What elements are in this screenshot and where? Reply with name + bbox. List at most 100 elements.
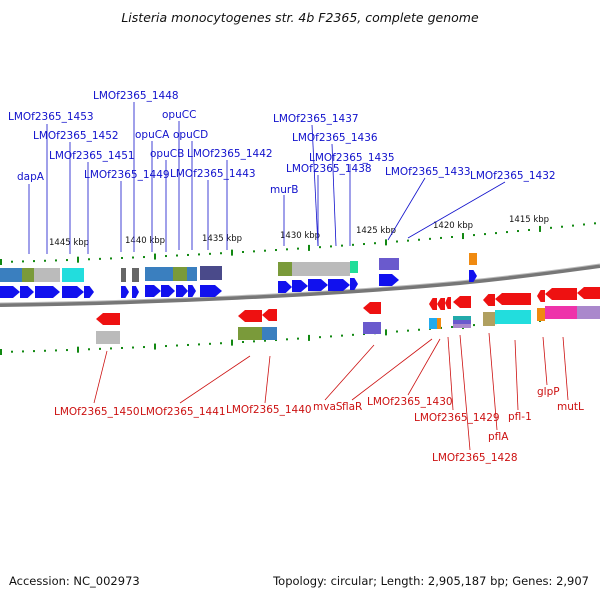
scale-tick (33, 350, 35, 353)
accession-text: Accession: NC_002973 (9, 574, 140, 588)
reverse-gene-arrow (453, 296, 471, 308)
scale-tick (209, 342, 211, 345)
gene-label-flaR: flaR (342, 401, 362, 413)
gene-label-1433: LMOf2365_1433 (385, 166, 471, 178)
forward-gene-arrow (328, 279, 350, 291)
scale-tick (275, 249, 277, 252)
map-title: Listeria monocytogenes str. 4b F2365, co… (121, 10, 479, 25)
gene-label-1449: LMOf2365_1449 (84, 169, 170, 181)
reverse-gene-arrow (429, 298, 437, 310)
scale-tick (561, 225, 563, 228)
reverse-gene-arrow (545, 288, 577, 300)
gene-label-opuCB: opuCB (150, 148, 184, 160)
scale-tick (242, 340, 244, 343)
scale-tick (429, 237, 431, 240)
scale-tick (187, 253, 189, 256)
scale-tick (473, 324, 475, 327)
scale-tick (396, 330, 398, 333)
scale-tick (495, 232, 497, 235)
scale-tick (352, 333, 354, 336)
forward-gene-arrow (292, 280, 308, 292)
gene-label-opuCC: opuCC (162, 109, 196, 121)
gene-label-mvaS: mvaS (313, 401, 343, 413)
scale-labels: 1445 kbp 1440 kbp 1435 kbp 1430 kbp 1425… (49, 215, 549, 248)
gene-label-1440: LMOf2365_1440 (226, 404, 312, 416)
scale-tick (275, 339, 277, 342)
scale-tick (154, 253, 156, 260)
scale-tick (308, 244, 310, 251)
forward-gene-arrow (188, 285, 196, 297)
scale-tick (110, 347, 112, 350)
gene-label-pfl-1: pfl-1 (508, 411, 532, 423)
scale-tick (341, 334, 343, 337)
scale-tick (55, 259, 57, 262)
scale-tick (506, 231, 508, 234)
scale-tick (143, 346, 145, 349)
scale-tick (231, 249, 233, 256)
gene-label-dapA: dapA (17, 171, 45, 183)
forward-gene-arrow (379, 274, 399, 286)
scale-label-1420: 1420 kbp (433, 221, 473, 231)
scale-tick (407, 329, 409, 332)
scale-tick (440, 236, 442, 239)
forward-gene-arrow (62, 286, 84, 298)
scale-tick (264, 339, 266, 342)
scale-tick (66, 259, 68, 262)
gene-label-1448: LMOf2365_1448 (93, 90, 179, 102)
scale-tick (121, 256, 123, 259)
gene-label-1435: LMOf2365_1435 (309, 152, 395, 164)
gene-label-1443: LMOf2365_1443 (170, 168, 256, 180)
scale-tick (110, 257, 112, 260)
gene-label-1441: LMOf2365_1441 (140, 406, 226, 418)
scale-tick (165, 345, 167, 348)
reverse-gene-arrow (363, 302, 381, 314)
reverse-gene-arrow (577, 287, 600, 299)
forward-gene-arrow (20, 286, 34, 298)
reverse-gene-arrow (445, 297, 451, 309)
scale-tick (44, 349, 46, 352)
scale-label-1440: 1440 kbp (125, 236, 165, 246)
scale-tick (88, 348, 90, 351)
scale-tick (55, 349, 57, 352)
scale-tick (0, 259, 2, 265)
scale-tick (88, 258, 90, 261)
scale-tick (154, 343, 156, 350)
forward-gene-arrow (469, 270, 477, 282)
genome-summary-text: Topology: circular; Length: 2,905,187 bp… (273, 574, 589, 588)
reverse-gene-arrow (437, 298, 445, 310)
scale-tick (308, 334, 310, 341)
gene-label-1438: LMOf2365_1438 (286, 163, 372, 175)
scale-tick (209, 252, 211, 255)
scale-tick (385, 329, 387, 336)
scale-tick (198, 343, 200, 346)
reverse-gene-arrow (483, 294, 495, 306)
gene-label-1437: LMOf2365_1437 (273, 113, 359, 125)
scale-tick (517, 230, 519, 233)
scale-label-1435: 1435 kbp (202, 234, 242, 244)
scale-tick (286, 248, 288, 251)
scale-tick (297, 337, 299, 340)
forward-gene-arrow (161, 285, 175, 297)
scale-tick (143, 256, 145, 259)
reverse-gene-labels: LMOf2365_1450 LMOf2365_1441 LMOf2365_144… (54, 386, 584, 464)
scale-tick (176, 344, 178, 347)
reverse-gene-arrow (262, 309, 277, 321)
gene-label-opuCA: opuCA (135, 129, 170, 141)
scale-tick (220, 342, 222, 345)
forward-genes (0, 270, 477, 298)
scale-tick (176, 254, 178, 257)
scale-tick (484, 233, 486, 236)
scale-tick (297, 247, 299, 250)
scale-tick (99, 257, 101, 260)
scale-tick (77, 346, 79, 353)
scale-tick (550, 226, 552, 229)
reverse-gene-arrow (495, 293, 531, 305)
forward-gene-arrow (84, 286, 94, 298)
scale-tick (165, 255, 167, 258)
scale-tick (418, 328, 420, 331)
scale-tick (352, 243, 354, 246)
gene-label-1451: LMOf2365_1451 (49, 150, 135, 162)
forward-gene-arrow (308, 279, 328, 291)
